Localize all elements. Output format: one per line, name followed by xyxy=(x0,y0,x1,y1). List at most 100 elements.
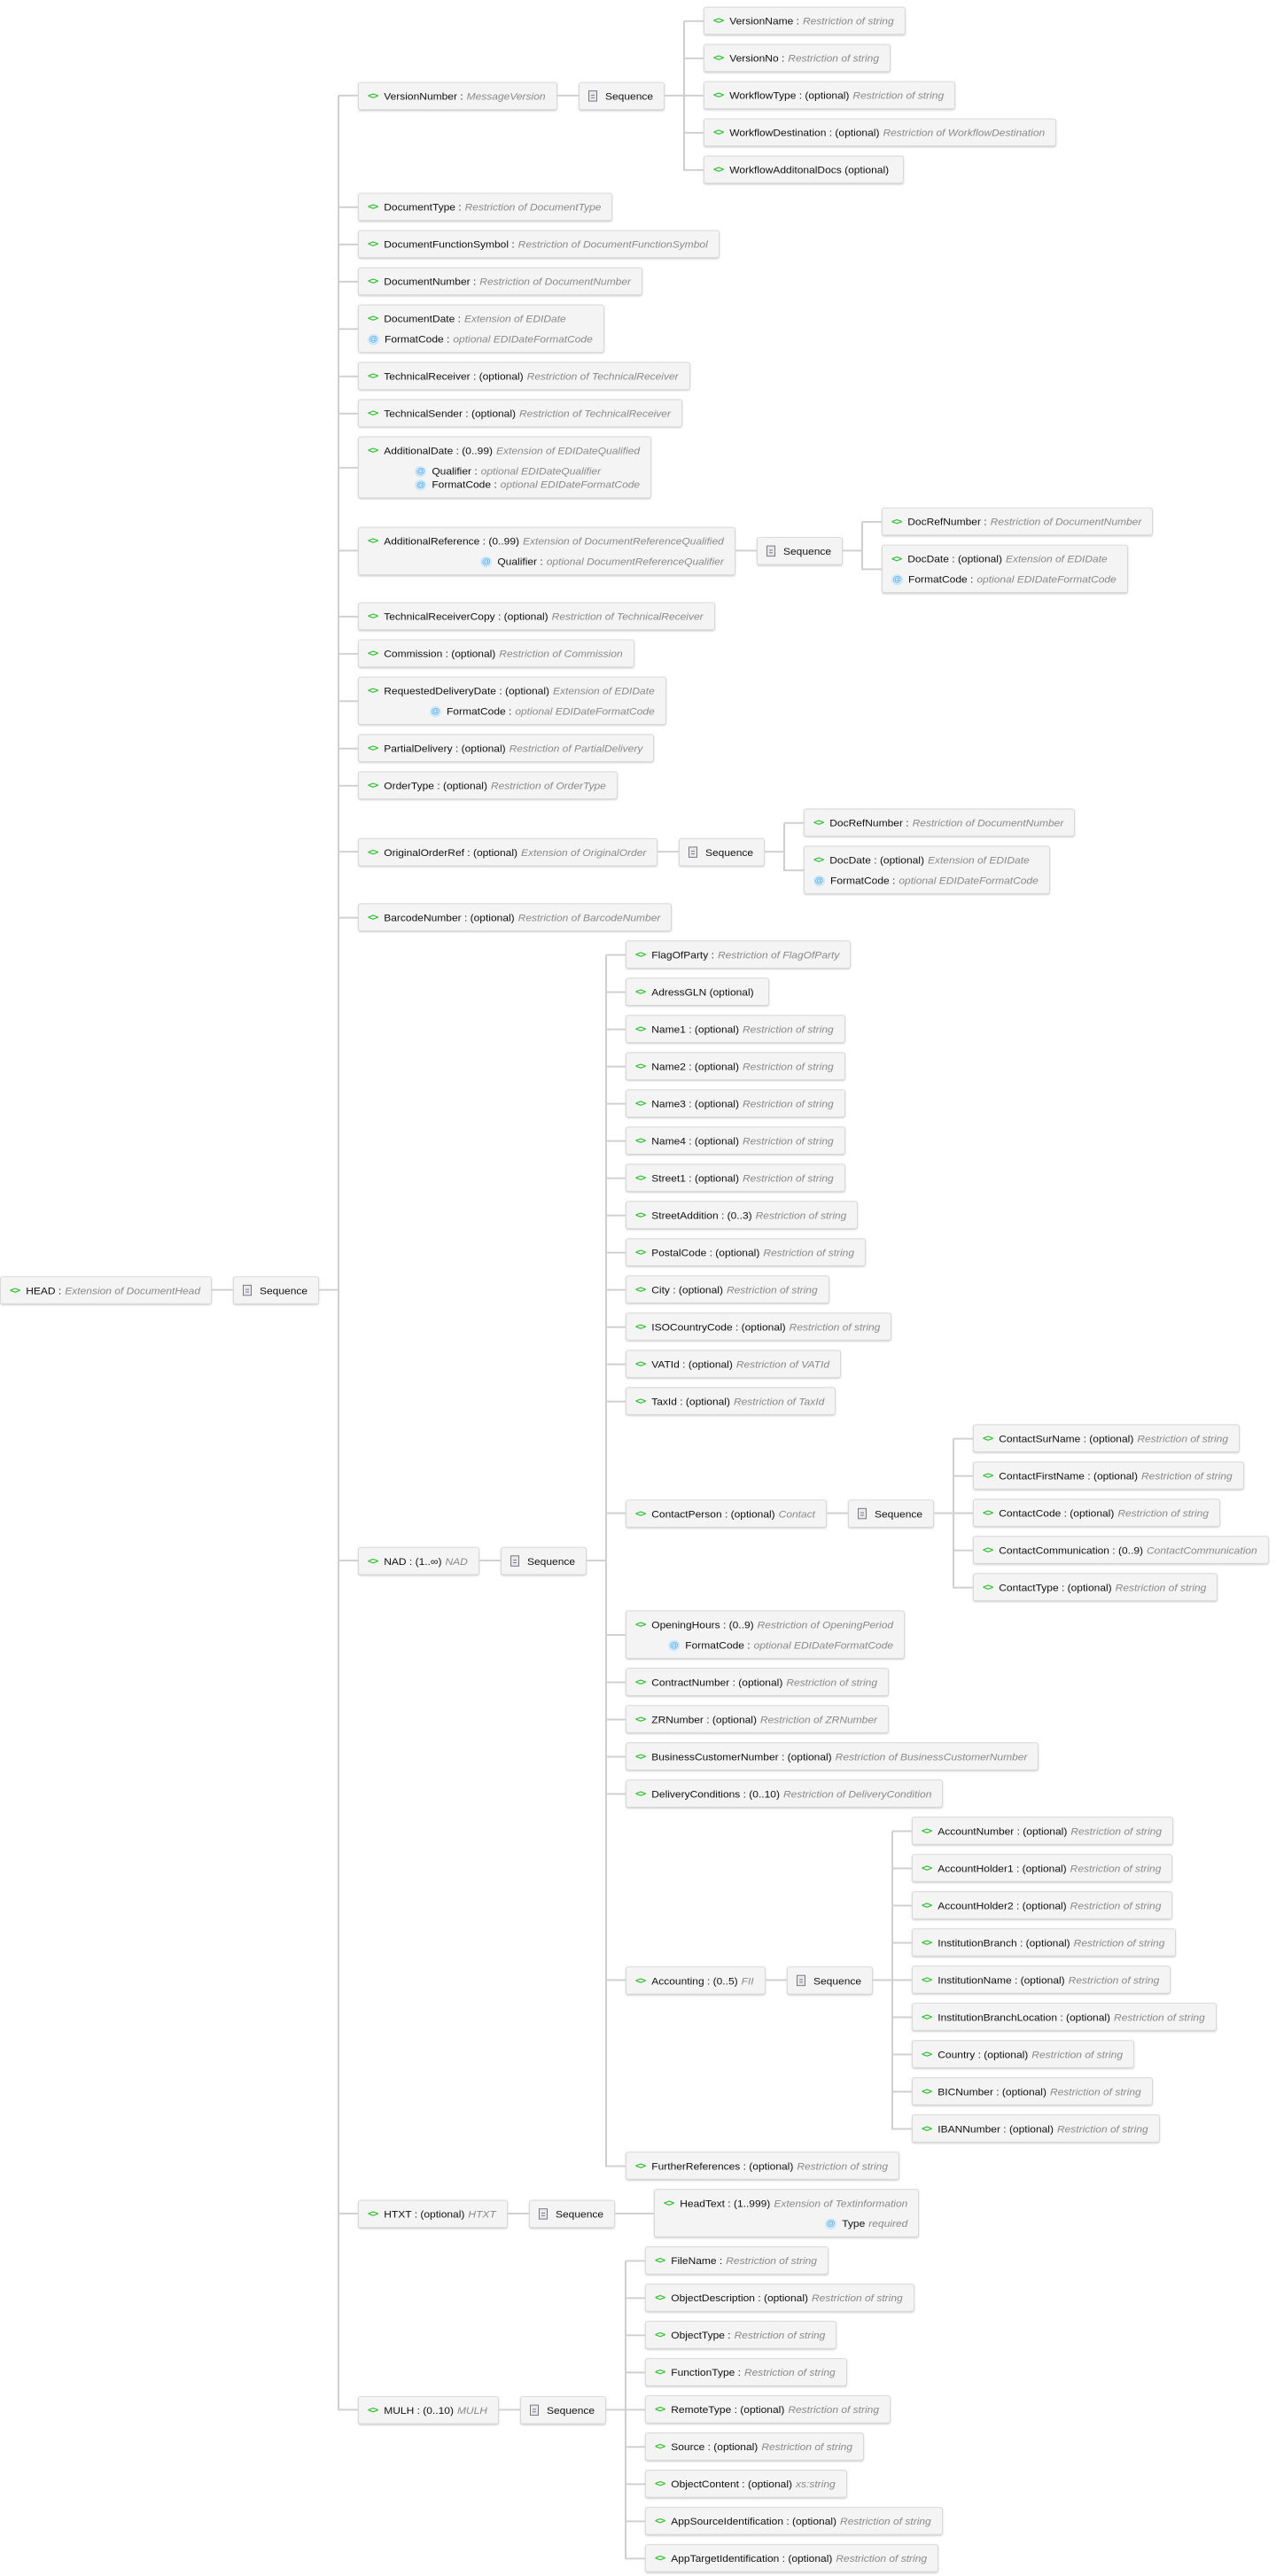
element-contact-code[interactable]: <>ContactCode : (optional)Restriction of… xyxy=(973,1498,1221,1527)
element-street1[interactable]: <>Street1 : (optional)Restriction of str… xyxy=(626,1163,845,1192)
sequence-compositor[interactable]: Sequence xyxy=(848,1499,935,1528)
sequence-compositor[interactable]: Sequence xyxy=(579,82,665,111)
connector-line xyxy=(606,1681,626,1684)
element-partial-delivery[interactable]: <>PartialDelivery : (optional)Restrictio… xyxy=(358,734,655,763)
element-object-type[interactable]: <>ObjectType :Restriction of string xyxy=(645,2321,837,2349)
element-doc-ref-number[interactable]: <>DocRefNumber :Restriction of DocumentN… xyxy=(882,507,1154,536)
element-contact-communication[interactable]: <>ContactCommunication : (0..9)ContactCo… xyxy=(973,1536,1269,1564)
element-name2[interactable]: <>Name2 : (optional)Restriction of strin… xyxy=(626,1052,845,1080)
sequence-compositor[interactable]: Sequence xyxy=(679,837,766,867)
element-document-date[interactable]: <>DocumentDate :Extension of EDIDate@For… xyxy=(358,304,604,354)
element-document-number[interactable]: <>DocumentNumber :Restriction of Documen… xyxy=(358,267,643,296)
element-street-addition[interactable]: <>StreetAddition : (0..3)Restriction of … xyxy=(626,1201,859,1229)
element-source[interactable]: <>Source : (optional)Restriction of stri… xyxy=(645,2432,865,2461)
element-institution-name[interactable]: <>InstitutionName : (optional)Restrictio… xyxy=(912,1965,1171,1994)
attribute-qualifier[interactable]: @Qualifier :optional DocumentReferenceQu… xyxy=(480,555,724,568)
element-opening-hours[interactable]: <>OpeningHours : (0..9)Restriction of Op… xyxy=(626,1610,906,1659)
element-object-content[interactable]: <>ObjectContent : (optional)xs:string xyxy=(645,2470,847,2498)
element-technical-receiver[interactable]: <>TechnicalReceiver : (optional)Restrict… xyxy=(358,362,690,391)
element-object-description[interactable]: <>ObjectDescription : (optional)Restrict… xyxy=(645,2284,914,2312)
element-ibannumber[interactable]: <>IBANNumber : (optional)Restriction of … xyxy=(912,2114,1160,2143)
element-institution-branch-location[interactable]: <>InstitutionBranchLocation : (optional)… xyxy=(912,2003,1217,2031)
element-workflow-destination[interactable]: <>WorkflowDestination : (optional)Restri… xyxy=(704,118,1057,147)
element-htxt[interactable]: <>HTXT : (optional)HTXT xyxy=(358,2199,508,2229)
element-workflow-type[interactable]: <>WorkflowType : (optional)Restriction o… xyxy=(704,81,956,110)
element-workflow-additonal-docs[interactable]: <>WorkflowAdditonalDocs (optional) xyxy=(704,155,905,184)
element-barcode-number[interactable]: <>BarcodeNumber : (optional)Restriction … xyxy=(358,903,673,931)
sequence-compositor[interactable]: Sequence xyxy=(233,1276,320,1304)
element-adress-gln[interactable]: <>AdressGLN (optional) xyxy=(626,977,769,1006)
element-icon: <> xyxy=(368,743,378,754)
element-doc-date[interactable]: <>DocDate : (optional)Extension of EDIDa… xyxy=(804,845,1050,894)
element-order-type[interactable]: <>OrderType : (optional)Restriction of O… xyxy=(358,771,618,800)
element-app-target-identification[interactable]: <>AppTargetIdentification : (optional)Re… xyxy=(645,2544,939,2572)
element-additional-reference[interactable]: <>AdditionalReference : (0..99)Extension… xyxy=(358,526,735,576)
element-zrnumber[interactable]: <>ZRNumber : (optional)Restriction of ZR… xyxy=(626,1705,890,1733)
connector-line xyxy=(606,991,626,993)
element-tax-id[interactable]: <>TaxId : (optional)Restriction of TaxId xyxy=(626,1387,836,1415)
element-version-name[interactable]: <>VersionName :Restriction of string xyxy=(704,6,906,35)
attribute-format-code[interactable]: @FormatCode :optional EDIDateFormatCode xyxy=(415,478,640,491)
element-version-no[interactable]: <>VersionNo :Restriction of string xyxy=(704,43,891,73)
attribute-format-code[interactable]: @FormatCode :optional EDIDateFormatCode xyxy=(368,332,593,346)
element-function-type[interactable]: <>FunctionType :Restriction of string xyxy=(645,2358,847,2386)
element-doc-date[interactable]: <>DocDate : (optional)Extension of EDIDa… xyxy=(882,544,1128,594)
element-vatid[interactable]: <>VATId : (optional)Restriction of VATId xyxy=(626,1350,841,1378)
element-contract-number[interactable]: <>ContractNumber : (optional)Restriction… xyxy=(626,1668,890,1696)
element-name3[interactable]: <>Name3 : (optional)Restriction of strin… xyxy=(626,1089,845,1117)
element-document-type[interactable]: <>DocumentType :Restriction of DocumentT… xyxy=(358,192,613,222)
element-document-function-symbol[interactable]: <>DocumentFunctionSymbol :Restriction of… xyxy=(358,230,720,259)
element-type: Restriction of string xyxy=(1073,1936,1165,1950)
element-account-holder2[interactable]: <>AccountHolder2 : (optional)Restriction… xyxy=(912,1891,1173,1919)
element-country[interactable]: <>Country : (optional)Restriction of str… xyxy=(912,2040,1134,2068)
element-requested-delivery-date[interactable]: <>RequestedDeliveryDate : (optional)Exte… xyxy=(358,676,666,726)
element-contact-first-name[interactable]: <>ContactFirstName : (optional)Restricti… xyxy=(973,1461,1244,1490)
element-additional-date[interactable]: <>AdditionalDate : (0..99)Extension of E… xyxy=(358,436,652,499)
element-contact-person[interactable]: <>ContactPerson : (optional)Contact xyxy=(626,1499,828,1528)
element-postal-code[interactable]: <>PostalCode : (optional)Restriction of … xyxy=(626,1238,867,1266)
element-contact-type[interactable]: <>ContactType : (optional)Restriction of… xyxy=(973,1573,1218,1601)
element-flag-of-party[interactable]: <>FlagOfParty :Restriction of FlagOfPart… xyxy=(626,940,852,969)
element-name4[interactable]: <>Name4 : (optional)Restriction of strin… xyxy=(626,1126,845,1155)
element-head[interactable]: <>HEAD :Extension of DocumentHead xyxy=(0,1276,213,1304)
connector-line xyxy=(953,1437,973,1440)
sequence-compositor[interactable]: Sequence xyxy=(520,2396,607,2424)
element-name1[interactable]: <>Name1 : (optional)Restriction of strin… xyxy=(626,1015,845,1043)
element-remote-type[interactable]: <>RemoteType : (optional)Restriction of … xyxy=(645,2395,891,2424)
element-head-text[interactable]: <>HeadText : (1..999)Extension of Textin… xyxy=(654,2189,920,2237)
element-original-order-ref[interactable]: <>OriginalOrderRef : (optional)Extension… xyxy=(358,837,658,867)
element-account-holder1[interactable]: <>AccountHolder1 : (optional)Restriction… xyxy=(912,1854,1173,1882)
element-isocountry-code[interactable]: <>ISOCountryCode : (optional)Restriction… xyxy=(626,1312,892,1341)
element-commission[interactable]: <>Commission : (optional)Restriction of … xyxy=(358,639,634,668)
element-technical-sender[interactable]: <>TechnicalSender : (optional)Restrictio… xyxy=(358,399,682,428)
element-app-source-identification[interactable]: <>AppSourceIdentification : (optional)Re… xyxy=(645,2507,943,2535)
element-technical-receiver-copy[interactable]: <>TechnicalReceiverCopy : (optional)Rest… xyxy=(358,602,715,631)
element-contact-sur-name[interactable]: <>ContactSurName : (optional)Restriction… xyxy=(973,1424,1241,1452)
element-delivery-conditions[interactable]: <>DeliveryConditions : (0..10)Restrictio… xyxy=(626,1779,944,1808)
element-further-references[interactable]: <>FurtherReferences : (optional)Restrict… xyxy=(626,2152,900,2180)
sequence-compositor[interactable]: Sequence xyxy=(757,537,844,565)
attribute-format-code[interactable]: @FormatCode :optional EDIDateFormatCode xyxy=(668,1638,893,1652)
attribute-qualifier[interactable]: @Qualifier :optional EDIDateQualifier xyxy=(415,464,640,478)
element-city[interactable]: <>City : (optional)Restriction of string xyxy=(626,1275,829,1304)
sequence-compositor[interactable]: Sequence xyxy=(529,2199,616,2229)
attribute-format-code[interactable]: @FormatCode :optional EDIDateFormatCode xyxy=(813,874,1039,887)
sequence-compositor[interactable]: Sequence xyxy=(787,1966,874,1995)
attribute-format-code[interactable]: @FormatCode :optional EDIDateFormatCode xyxy=(429,704,655,718)
element-nad[interactable]: <>NAD : (1..∞)NAD xyxy=(358,1546,479,1576)
sequence-label: Sequence xyxy=(875,1507,923,1520)
attribute-list: @Qualifier :optional EDIDateQualifier@Fo… xyxy=(368,464,640,492)
element-doc-ref-number[interactable]: <>DocRefNumber :Restriction of DocumentN… xyxy=(804,808,1076,837)
element-bicnumber[interactable]: <>BICNumber : (optional)Restriction of s… xyxy=(912,2077,1153,2105)
element-header: <>VersionName :Restriction of string xyxy=(713,14,894,27)
element-accounting[interactable]: <>Accounting : (0..5)FII xyxy=(626,1966,766,1995)
attribute-format-code[interactable]: @FormatCode :optional EDIDateFormatCode xyxy=(891,572,1116,586)
element-file-name[interactable]: <>FileName :Restriction of string xyxy=(645,2246,829,2275)
sequence-compositor[interactable]: Sequence xyxy=(501,1546,587,1576)
element-business-customer-number[interactable]: <>BusinessCustomerNumber : (optional)Res… xyxy=(626,1742,1039,1771)
element-version-number[interactable]: <>VersionNumber :MessageVersion xyxy=(358,82,557,111)
element-account-number[interactable]: <>AccountNumber : (optional)Restriction … xyxy=(912,1817,1174,1845)
element-institution-branch[interactable]: <>InstitutionBranch : (optional)Restrict… xyxy=(912,1928,1177,1957)
element-mulh[interactable]: <>MULH : (0..10)MULH xyxy=(358,2396,499,2424)
